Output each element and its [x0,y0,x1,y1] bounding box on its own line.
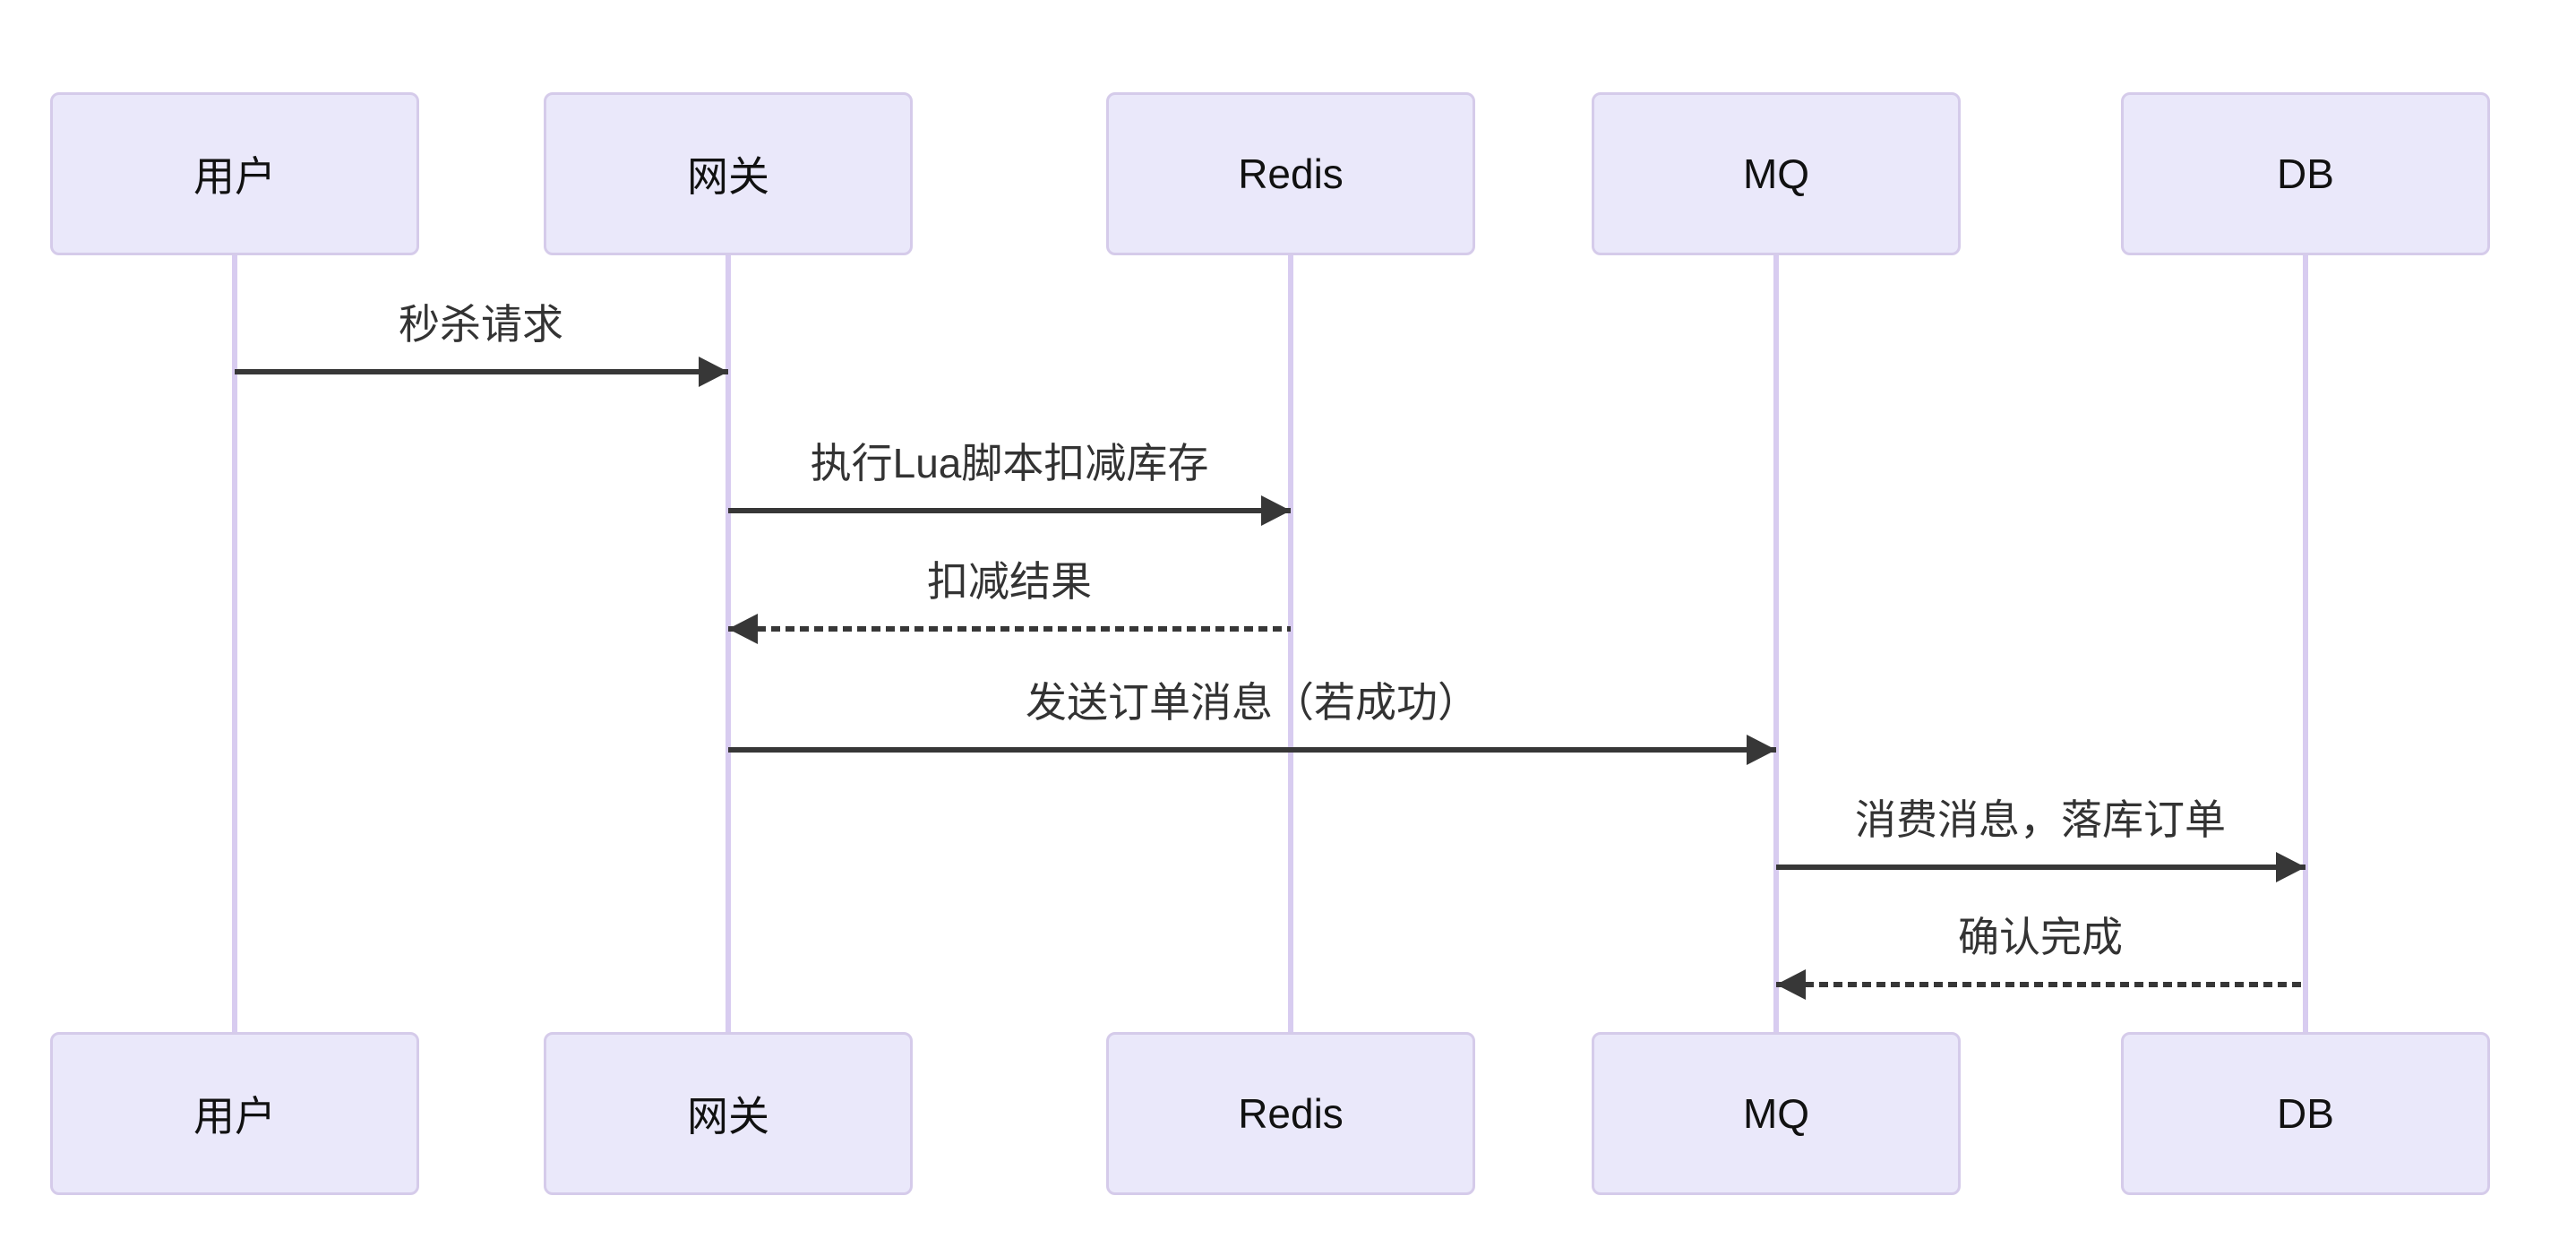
lifeline-redis [1288,255,1293,1032]
arrowhead-right-icon [1747,735,1776,765]
actor-label: DB [2277,1090,2334,1137]
message-label: 执行Lua脚本扣减库存 [810,440,1209,486]
lifeline-db [2303,255,2308,1032]
actor-label: Redis [1238,1090,1344,1137]
actor-label: 网关 [687,153,769,200]
actor-box-db-top: DB [2121,92,2490,255]
actor-box-user-top: 用户 [50,92,419,255]
arrowhead-right-icon [2276,852,2306,882]
arrowhead-right-icon [1261,495,1291,526]
message-label: 扣减结果 [927,558,1092,605]
actor-label: 用户 [193,153,276,200]
actor-box-gateway-bottom: 网关 [544,1032,913,1195]
actor-label: 网关 [687,1093,769,1140]
message-line [728,508,1291,513]
message-label: 消费消息，落库订单 [1855,796,2226,843]
actor-label: DB [2277,151,2334,197]
actor-box-mq-bottom: MQ [1592,1032,1961,1195]
message-line-dashed [728,626,1291,632]
message-label: 秒杀请求 [399,301,563,348]
arrowhead-left-icon [1776,969,1806,1000]
message-line [728,747,1776,753]
message-label: 发送订单消息（若成功） [1026,679,1479,726]
actor-box-user-bottom: 用户 [50,1032,419,1195]
actor-label: Redis [1238,151,1344,197]
message-line [235,369,728,374]
lifeline-user [232,255,237,1032]
message-line [1776,865,2306,870]
arrowhead-left-icon [728,614,758,644]
arrowhead-right-icon [699,357,728,387]
actor-label: 用户 [193,1093,276,1140]
actor-box-gateway-top: 网关 [544,92,913,255]
actor-label: MQ [1742,151,1810,197]
actor-box-redis-bottom: Redis [1106,1032,1475,1195]
actor-box-mq-top: MQ [1592,92,1961,255]
lifeline-mq [1773,255,1779,1032]
actor-label: MQ [1742,1090,1810,1137]
message-line-dashed [1776,982,2306,987]
message-label: 确认完成 [1958,914,2123,960]
actor-box-redis-top: Redis [1106,92,1475,255]
actor-box-db-bottom: DB [2121,1032,2490,1195]
